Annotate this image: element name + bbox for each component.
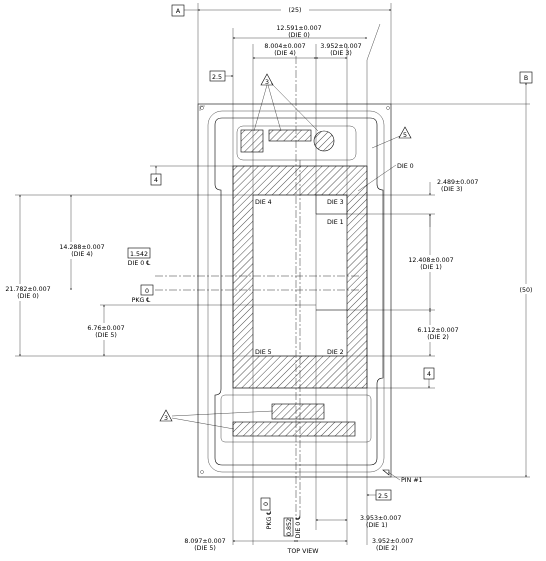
note3-bottom: 3 bbox=[164, 415, 168, 422]
dim-die2-height-sub: (DIE 2) bbox=[427, 334, 449, 341]
dim-die0-width-sub: (DIE 0) bbox=[288, 32, 310, 39]
dim-die3-height: 2.489±0.007 bbox=[437, 179, 478, 186]
component-small-center bbox=[268, 129, 312, 142]
dim-overall-height: (50) bbox=[520, 287, 533, 294]
lid-top-rect bbox=[236, 125, 357, 161]
dim-die5-height: 6.76±0.007 bbox=[87, 325, 124, 332]
dim-die2-x-sub: (DIE 2) bbox=[376, 545, 398, 552]
substrate-outline bbox=[214, 117, 384, 466]
component-bottom-lower bbox=[232, 421, 356, 437]
dim-die4-height: 14.288±0.007 bbox=[59, 244, 104, 251]
component-small-left bbox=[240, 129, 264, 153]
dim-die0-cl-label: DIE 0 ℄ bbox=[128, 260, 152, 267]
pin1-label: PIN #1 bbox=[401, 477, 423, 484]
note3-top: 3 bbox=[265, 79, 269, 86]
dim-die1-x-sub: (DIE 1) bbox=[366, 522, 388, 529]
datum-b-label: B bbox=[524, 75, 528, 82]
tol-4-top: 4 bbox=[154, 177, 158, 184]
dim-die3-height-sub: (DIE 3) bbox=[441, 186, 463, 193]
dim-edge-offset-top: 2.5 bbox=[212, 74, 222, 81]
component-bottom-upper bbox=[271, 403, 325, 420]
dim-die3-width: 3.952±0.007 bbox=[320, 43, 361, 50]
dim-pkg-cl-vertical: PKG ℄ bbox=[266, 510, 273, 530]
note5: 5 bbox=[403, 132, 407, 139]
view-label: TOP VIEW bbox=[287, 548, 320, 555]
dim-die2-x: 3.952±0.007 bbox=[372, 538, 413, 545]
dim-pkg-zero: 0 bbox=[145, 288, 149, 295]
die5-label: DIE 5 bbox=[255, 349, 272, 356]
dim-die5-x-sub: (DIE 5) bbox=[194, 545, 216, 552]
dim-edge-offset-bottom: 2.5 bbox=[378, 493, 388, 500]
die4-label: DIE 4 bbox=[255, 199, 272, 206]
dim-die0-width: 12.591±0.007 bbox=[276, 25, 321, 32]
dim-die4-height-sub: (DIE 4) bbox=[71, 251, 93, 258]
pin1-marker bbox=[382, 469, 390, 476]
dim-die0-height-sub: (DIE 0) bbox=[17, 293, 39, 300]
dim-die4-width-sub: (DIE 4) bbox=[274, 50, 296, 57]
dim-die0-cl-vertical: DIE 0 ℄ bbox=[295, 515, 302, 539]
dim-die0-cl-x-box bbox=[283, 517, 294, 537]
note3-triangle-bottom bbox=[159, 409, 173, 422]
datum-a-box bbox=[171, 4, 185, 17]
package-outline bbox=[197, 103, 392, 478]
component-round bbox=[313, 130, 335, 152]
dim-die0-height: 21.782±0.007 bbox=[5, 286, 50, 293]
dim-die1-x: 3.953±0.007 bbox=[360, 515, 401, 522]
die2-label: DIE 2 bbox=[327, 349, 344, 356]
dim-die2-height: 6.112±0.007 bbox=[417, 327, 458, 334]
dim-overall-width: (25) bbox=[289, 7, 302, 14]
dim-die5-height-sub: (DIE 5) bbox=[95, 332, 117, 339]
dim-die0-cl-offset: 1.542 bbox=[130, 251, 148, 258]
die0-label: DIE 0 bbox=[397, 163, 414, 170]
die3-label: DIE 3 bbox=[327, 199, 344, 206]
die1-label: DIE 1 bbox=[327, 219, 344, 226]
dim-die4-width: 8.004±0.007 bbox=[264, 43, 305, 50]
dim-die1-height-sub: (DIE 1) bbox=[420, 264, 442, 271]
dim-pkg-cl-label: PKG ℄ bbox=[132, 297, 152, 304]
dim-die5-x: 8.097±0.007 bbox=[184, 538, 225, 545]
dim-pkg-zero-box bbox=[140, 284, 154, 296]
tol-4-bottom: 4 bbox=[427, 371, 431, 378]
note5-triangle bbox=[398, 126, 412, 139]
dim-zero-x-box bbox=[260, 497, 271, 511]
dim-die0-cl-x-offset: 0.852 bbox=[286, 518, 293, 536]
dim-die1-height: 12.408±0.007 bbox=[408, 257, 453, 264]
dim-die0-cl-box bbox=[127, 247, 151, 259]
dim-zero-x: 0 bbox=[263, 502, 270, 506]
datum-a-label: A bbox=[176, 8, 181, 15]
dim-die3-width-sub: (DIE 3) bbox=[330, 50, 352, 57]
